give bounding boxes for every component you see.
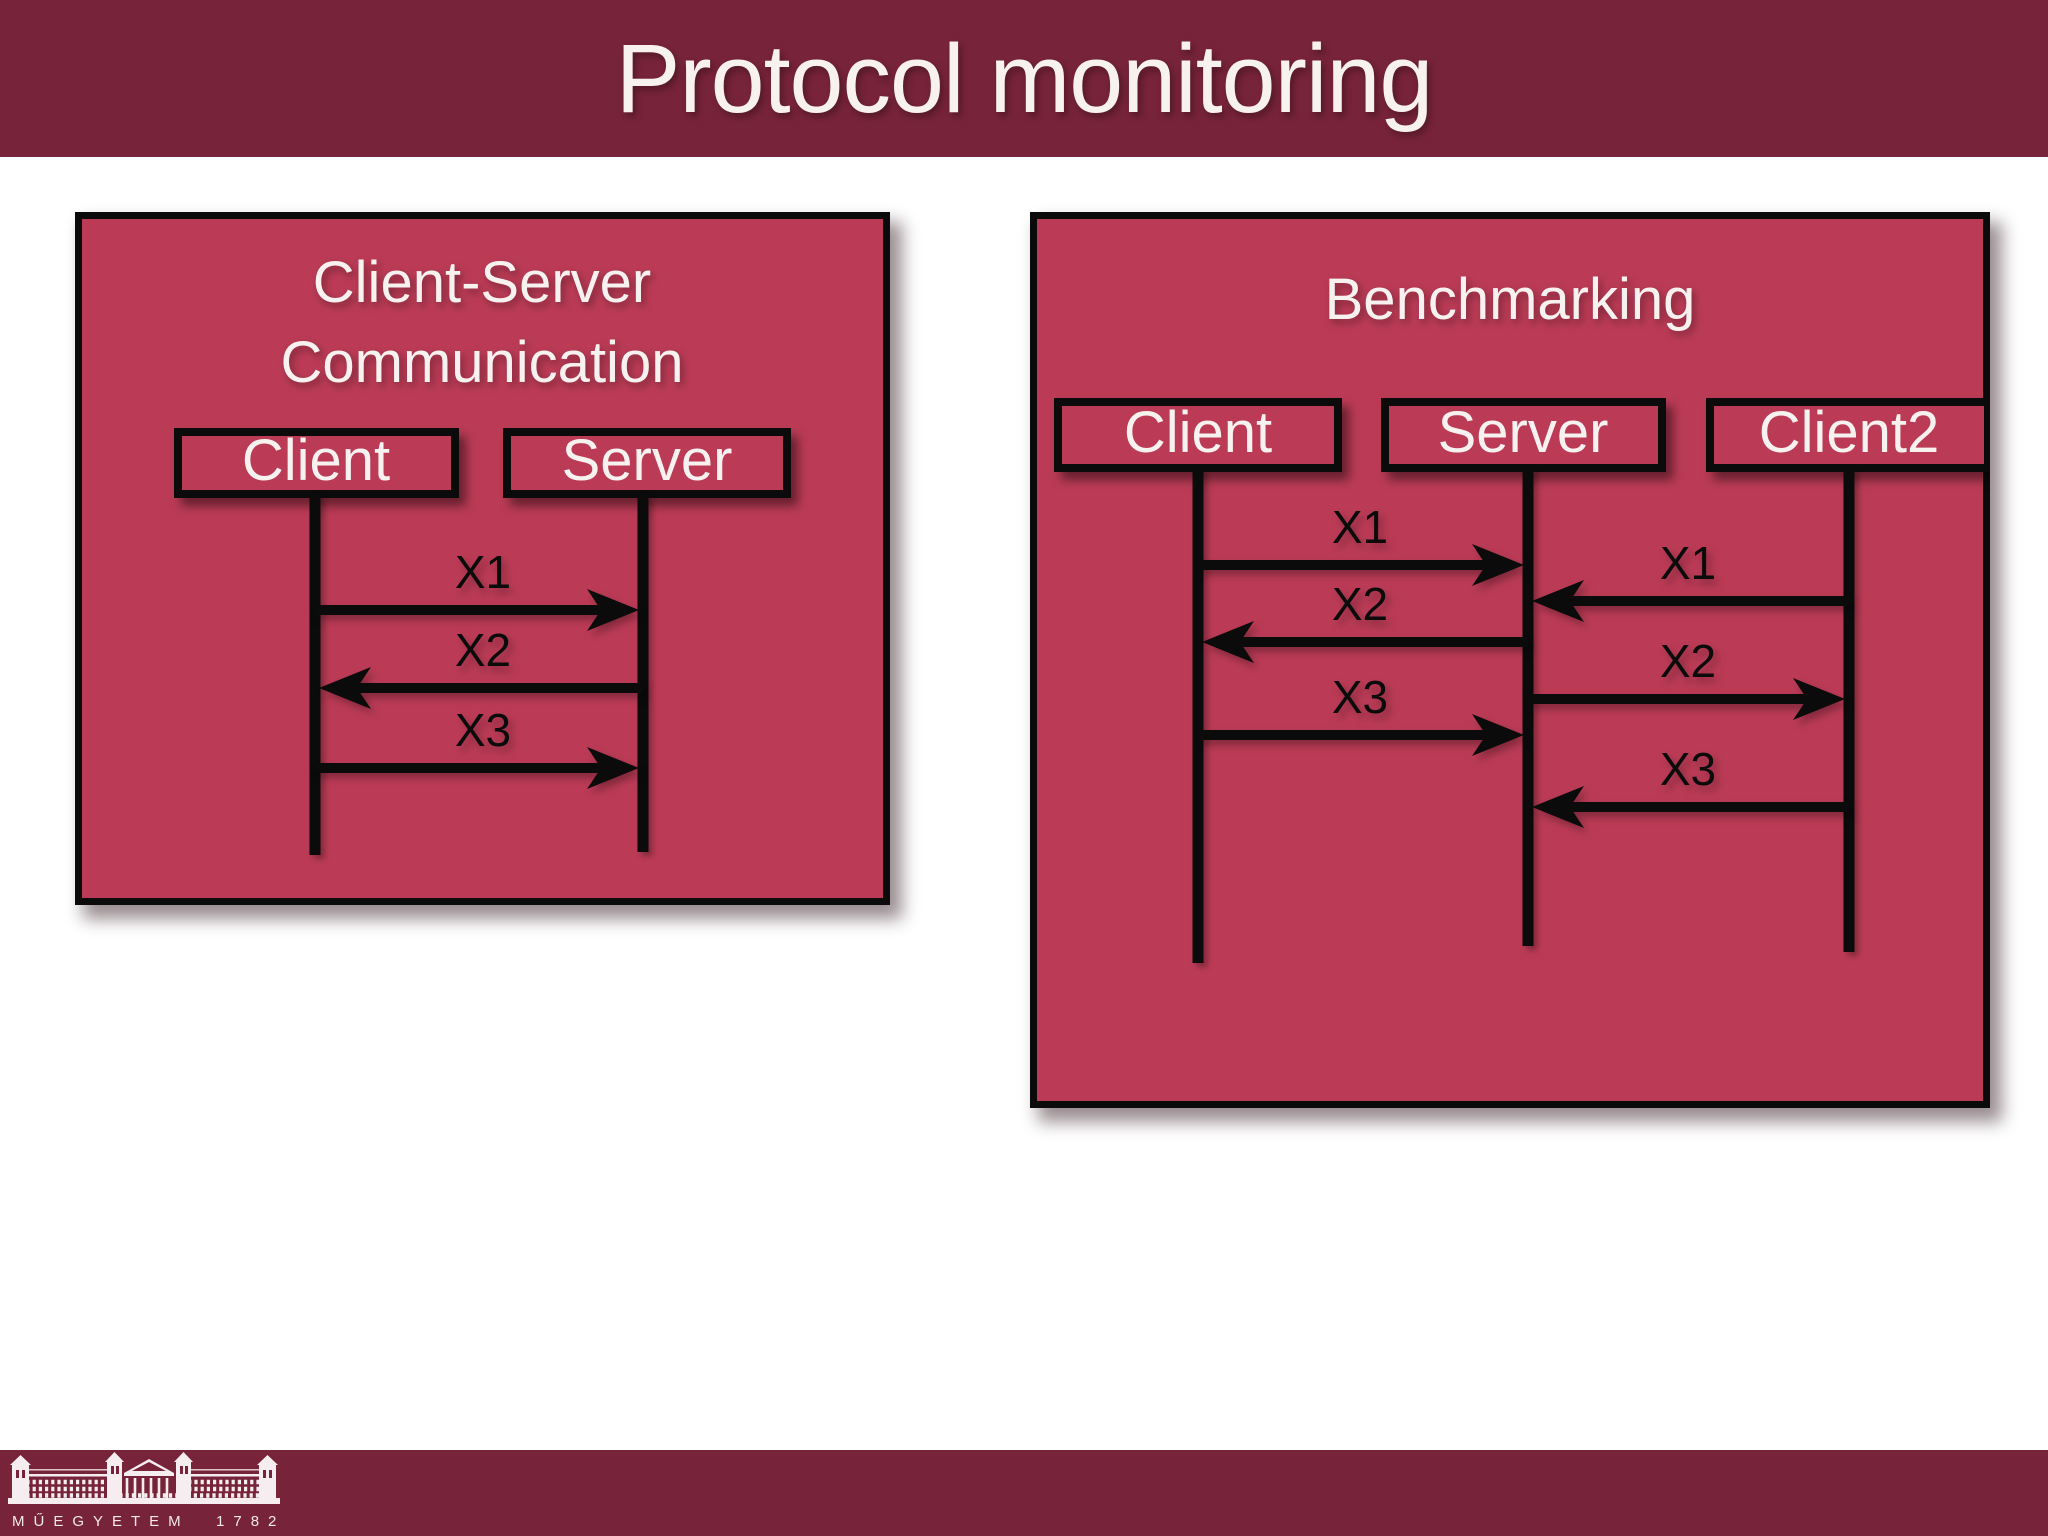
- message-arrow-x3-client-to-server: X3: [1198, 671, 1524, 756]
- actor-rect: [1381, 398, 1666, 472]
- arrowhead-right-icon: [587, 589, 639, 631]
- message-label: X2: [455, 624, 511, 676]
- arrowhead-left-icon: [319, 667, 371, 709]
- arrowhead-right-icon: [1472, 714, 1524, 756]
- message-arrow-x1: X1: [315, 546, 639, 631]
- actor-label: Server: [562, 428, 733, 493]
- panel-title-line-2: Communication: [281, 330, 684, 395]
- arrowhead-right-icon: [587, 747, 639, 789]
- actor-box-client2: Client2: [1706, 398, 1990, 472]
- university-logo: MŰEGYETEM 1782: [6, 1450, 306, 1536]
- title-bar: Protocol monitoring: [0, 0, 2048, 157]
- message-label: X1: [1332, 501, 1388, 553]
- arrowhead-right-icon: [1472, 544, 1524, 586]
- panel-title-line-1: Client-Server: [313, 250, 651, 315]
- message-arrow-x2-server-to-client: X2: [1202, 578, 1528, 663]
- client-server-sequence-diagram: Client-Server Communication Client Serve…: [75, 212, 890, 905]
- message-label: X2: [1332, 578, 1388, 630]
- actor-label: Client: [242, 428, 390, 493]
- message-label: X1: [455, 546, 511, 598]
- message-arrow-x3: X3: [315, 704, 639, 789]
- actor-label: Server: [1438, 400, 1609, 465]
- message-arrow-x2: X2: [319, 624, 643, 709]
- slide-title: Protocol monitoring: [615, 23, 1434, 133]
- benchmarking-sequence-diagram: Benchmarking Client Server Client2 X1: [1030, 212, 1990, 1108]
- arrowhead-left-icon: [1202, 621, 1254, 663]
- footer-bar: MŰEGYETEM 1782 λ λ λ μ: [0, 1450, 2048, 1536]
- panel-frame: [75, 212, 890, 905]
- university-caption: MŰEGYETEM 1782: [12, 1513, 286, 1530]
- actor-label: Client2: [1759, 400, 1940, 465]
- actor-box-client: Client: [1054, 398, 1342, 472]
- panel-benchmarking: Benchmarking Client Server Client2 X1: [1030, 212, 1990, 1108]
- message-label: X1: [1660, 537, 1716, 589]
- panel-client-server-communication: Client-Server Communication Client Serve…: [75, 212, 890, 905]
- message-arrow-x1-client2-to-server: X1: [1532, 537, 1849, 622]
- message-arrow-x3-client2-to-server: X3: [1532, 743, 1849, 828]
- university-building-icon: [8, 1452, 280, 1504]
- actor-box-server: Server: [503, 428, 791, 498]
- message-arrow-x2-server-to-client2: X2: [1528, 635, 1845, 720]
- arrowhead-right-icon: [1793, 678, 1845, 720]
- message-label: X3: [1660, 743, 1716, 795]
- message-label: X2: [1660, 635, 1716, 687]
- actor-rect: [1054, 398, 1342, 472]
- message-label: X3: [455, 704, 511, 756]
- actor-box-server: Server: [1381, 398, 1666, 472]
- arrowhead-left-icon: [1532, 580, 1584, 622]
- actor-box-client: Client: [174, 428, 459, 498]
- panel-frame: [1030, 212, 1990, 1108]
- message-arrow-x1-client-to-server: X1: [1198, 501, 1524, 586]
- message-label: X3: [1332, 671, 1388, 723]
- arrowhead-left-icon: [1532, 786, 1584, 828]
- panel-title-line-1: Benchmarking: [1325, 267, 1696, 332]
- actor-label: Client: [1124, 400, 1272, 465]
